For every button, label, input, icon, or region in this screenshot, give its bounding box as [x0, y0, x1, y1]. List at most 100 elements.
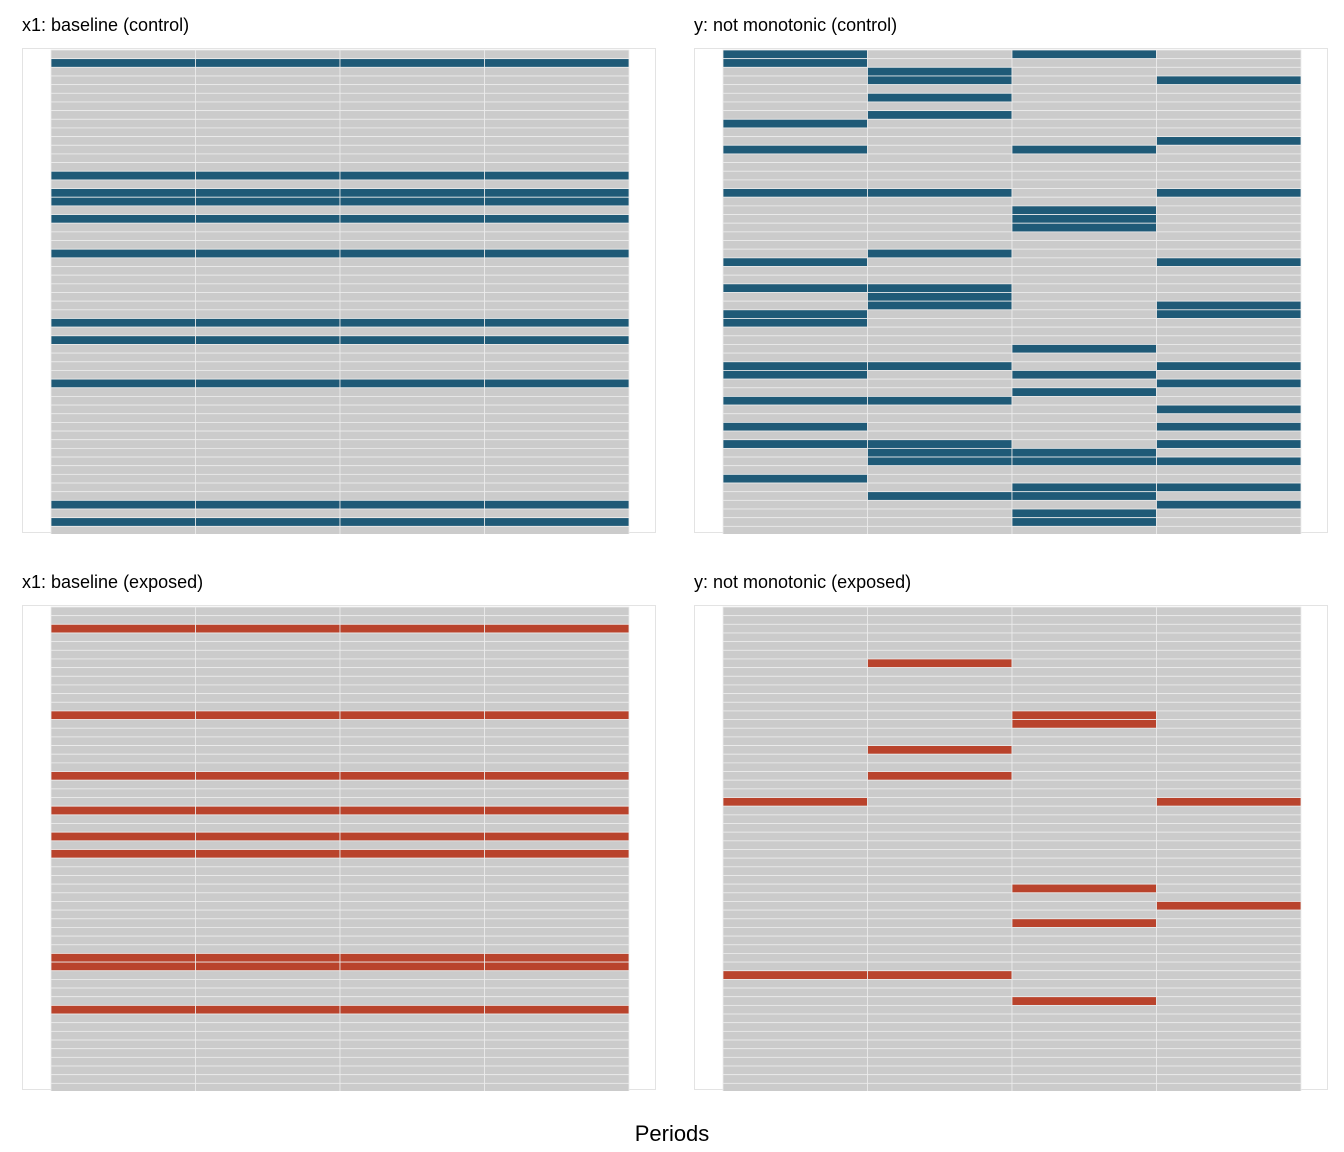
tile-untreated — [339, 779, 485, 790]
tile-untreated — [867, 335, 1013, 345]
tile-untreated — [1156, 658, 1302, 669]
tile-untreated — [50, 979, 196, 989]
tile-treated — [722, 309, 868, 319]
tile-untreated — [722, 404, 868, 415]
tile-untreated — [195, 901, 341, 911]
tile-untreated — [722, 300, 868, 311]
tile-untreated — [195, 632, 341, 643]
tile-untreated — [484, 66, 630, 77]
tile-untreated — [195, 508, 341, 519]
tile-treated — [195, 318, 341, 328]
tile-untreated — [339, 344, 485, 354]
tile-untreated — [722, 927, 868, 937]
tile-untreated — [1156, 508, 1302, 519]
tile-treated — [195, 961, 341, 972]
tile-untreated — [867, 170, 1013, 181]
tile-untreated — [50, 257, 196, 267]
tile-untreated — [484, 84, 630, 94]
tile-untreated — [339, 1082, 485, 1091]
tile-treated — [339, 961, 485, 972]
tile-untreated — [867, 1039, 1013, 1050]
tile-untreated — [50, 866, 196, 876]
tile-untreated — [50, 396, 196, 406]
tile-untreated — [484, 136, 630, 146]
tile-treated — [722, 396, 868, 406]
tile-untreated — [339, 473, 485, 484]
tile-treated — [339, 771, 485, 781]
tile-untreated — [867, 1004, 1013, 1015]
tile-treated — [339, 214, 485, 224]
tile-untreated — [1156, 857, 1302, 868]
tile-untreated — [195, 283, 341, 293]
tile-untreated — [867, 710, 1013, 720]
tile-untreated — [339, 866, 485, 876]
panel-title-x1-control: x1: baseline (control) — [22, 15, 190, 35]
tile-untreated — [1156, 153, 1302, 163]
tile-treated — [339, 378, 485, 389]
tile-untreated — [484, 658, 630, 669]
tile-untreated — [1011, 422, 1157, 432]
tile-untreated — [484, 473, 630, 484]
tile-untreated — [867, 701, 1013, 712]
tile-untreated — [1156, 231, 1302, 241]
tile-treated — [50, 1004, 196, 1015]
tile-untreated — [1011, 831, 1157, 842]
tile-untreated — [867, 413, 1013, 423]
tile-treated — [867, 292, 1013, 302]
tile-untreated — [50, 326, 196, 337]
tile-untreated — [1156, 1048, 1302, 1058]
tile-untreated — [50, 240, 196, 250]
tile-untreated — [195, 101, 341, 112]
tile-untreated — [722, 866, 868, 876]
tile-untreated — [867, 153, 1013, 163]
tile-untreated — [195, 1082, 341, 1091]
tile-untreated — [1011, 970, 1157, 980]
tile-untreated — [484, 413, 630, 423]
tile-untreated — [50, 231, 196, 241]
tile-untreated — [1156, 248, 1302, 259]
tile-treated — [484, 1004, 630, 1015]
tile-untreated — [867, 422, 1013, 432]
tile-untreated — [50, 491, 196, 501]
tile-untreated — [1156, 831, 1302, 842]
tile-untreated — [484, 240, 630, 250]
tile-untreated — [1011, 623, 1157, 634]
tile-untreated — [1156, 970, 1302, 980]
tile-untreated — [867, 525, 1013, 534]
tile-untreated — [50, 1065, 196, 1076]
tile-untreated — [50, 883, 196, 894]
tile-untreated — [1156, 274, 1302, 285]
tile-untreated — [50, 370, 196, 380]
tile-treated — [195, 170, 341, 181]
tile-untreated — [195, 430, 341, 441]
tile-untreated — [722, 214, 868, 224]
tile-untreated — [484, 1056, 630, 1067]
tile-untreated — [867, 318, 1013, 328]
tile-treated — [484, 58, 630, 68]
tile-untreated — [195, 684, 341, 695]
tile-treated — [1011, 719, 1157, 729]
tile-untreated — [867, 606, 1013, 617]
tile-untreated — [339, 370, 485, 380]
tile-untreated — [867, 684, 1013, 695]
tile-untreated — [1011, 179, 1157, 189]
tile-untreated — [339, 814, 485, 824]
tile-untreated — [50, 675, 196, 686]
tile-treated — [50, 623, 196, 634]
tile-untreated — [1156, 92, 1302, 103]
tile-untreated — [1011, 162, 1157, 172]
tile-untreated — [867, 387, 1013, 397]
tile-untreated — [1156, 892, 1302, 902]
tile-treated — [722, 283, 868, 293]
tile-untreated — [195, 465, 341, 475]
tile-untreated — [1156, 701, 1302, 712]
tile-treated — [1011, 447, 1157, 458]
tile-untreated — [722, 170, 868, 181]
tile-untreated — [484, 979, 630, 989]
tile-untreated — [50, 309, 196, 319]
tile-treated — [1011, 482, 1157, 493]
tile-untreated — [50, 387, 196, 397]
tile-untreated — [339, 875, 485, 885]
tile-untreated — [722, 153, 868, 163]
tile-untreated — [722, 447, 868, 458]
